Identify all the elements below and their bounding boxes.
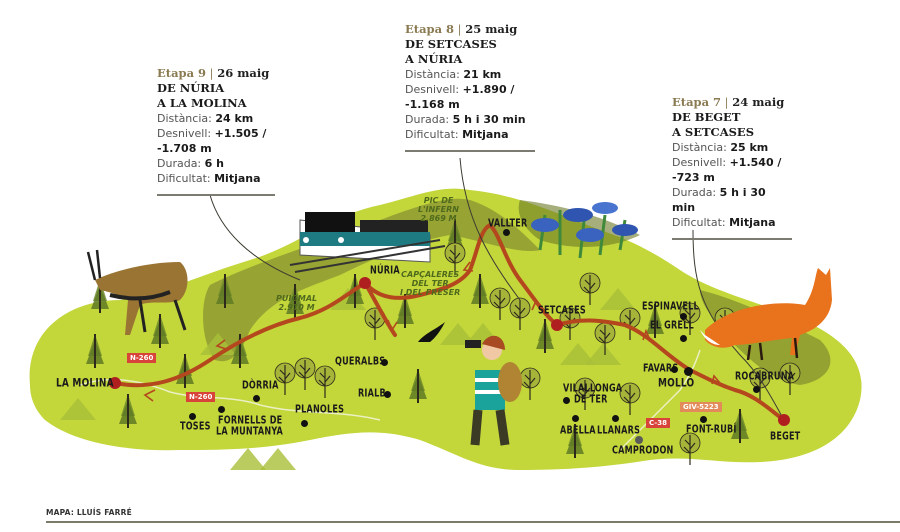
place-dot-fornells xyxy=(218,406,225,413)
place-label-la-molina: LA MOLINA xyxy=(56,377,114,390)
place-dot-vallter xyxy=(503,229,510,236)
place-dot-abella xyxy=(572,415,579,422)
place-label-setcases: SETCASES xyxy=(538,305,586,317)
stage-duration: Durada: 5 h i 30 min xyxy=(672,186,766,214)
place-label-espinavell: ESPINAVELL xyxy=(642,301,699,313)
divider xyxy=(405,150,535,152)
stage-title: DE BEGET xyxy=(672,110,741,124)
place-dot-mollo xyxy=(684,367,693,376)
chamois-illustration xyxy=(86,249,188,335)
stage-elevation: Desnivell: +1.505 / xyxy=(157,127,267,140)
stage-card-etapa-7: Etapa 7 | 24 maig DE BEGET A SETCASES Di… xyxy=(672,95,792,240)
stage-duration: Durada: 5 h i 30 min xyxy=(405,113,526,126)
place-label-vilallonga-2: DE TER xyxy=(574,394,608,406)
place-label-fornells-1: FORNELLS DE xyxy=(218,415,283,427)
stage-heading: Etapa 9 | 26 maig xyxy=(157,66,270,80)
place-label-mollo: MOLLÓ xyxy=(658,377,695,390)
place-label-dorria: DÒRRIA xyxy=(242,380,279,392)
footer-divider xyxy=(46,521,900,523)
stage-point-beget xyxy=(778,414,790,426)
place-dot-vilallonga xyxy=(563,397,570,404)
place-dot-rocabruna xyxy=(753,386,760,393)
stage-title: A LA MOLINA xyxy=(157,96,247,110)
place-label-vallter: VALLTER xyxy=(488,218,528,230)
place-dot-rialb xyxy=(384,391,391,398)
stage-point-nuria xyxy=(359,277,371,289)
gentian-flowers-illustration xyxy=(531,202,638,259)
stage-title: DE NÚRIA xyxy=(157,81,225,95)
divider xyxy=(157,194,275,196)
stage-difficulty: Dificultat: Mitjana xyxy=(672,216,776,229)
place-label-el-grell: EL GRELL xyxy=(650,320,694,332)
place-label-rocabruna: ROCABRUNA xyxy=(735,371,795,383)
place-label-abella: ABELLA xyxy=(560,425,596,437)
feature-label-pic-infern: PIC DE L'INFERN 2.869 M xyxy=(418,196,460,223)
place-label-llanars: LLANARS xyxy=(597,425,641,437)
stage-point-setcases xyxy=(551,319,563,331)
leader-line-etapa-7 xyxy=(692,229,785,421)
hiking-route xyxy=(113,223,786,422)
place-label-fornells-2: LA MUNTANYA xyxy=(216,426,283,438)
leader-line-etapa-9 xyxy=(209,194,301,281)
place-dot-toses xyxy=(189,413,196,420)
fox-illustration xyxy=(700,268,832,361)
stage-distance: Distància: 24 km xyxy=(157,112,254,125)
bird-illustration xyxy=(418,322,445,342)
place-label-rialb: RIALB xyxy=(358,388,386,400)
feature-label-puigmal: PUIGMAL 2.910 M xyxy=(276,294,318,312)
stage-distance: Distància: 25 km xyxy=(672,141,769,154)
road-n260 xyxy=(79,378,381,421)
road-label-c38: C-38 xyxy=(646,418,670,428)
place-dot-llanars xyxy=(612,415,619,422)
place-label-font-rubi: FONT-RUBÍ xyxy=(686,424,737,436)
stage-distance: Distància: 21 km xyxy=(405,68,502,81)
place-label-favars: FAVARS xyxy=(643,363,679,375)
place-dot-queralbs xyxy=(381,359,388,366)
place-dot-dorria xyxy=(253,395,260,402)
divider xyxy=(672,238,792,240)
town-point-camprodon xyxy=(635,436,643,444)
place-label-beget: BEGET xyxy=(770,431,801,443)
stage-elevation: Desnivell: +1.890 / xyxy=(405,83,515,96)
leader-line-etapa-8 xyxy=(459,157,521,301)
stage-point-la-molina xyxy=(109,377,121,389)
stage-title: DE SETCASES xyxy=(405,37,497,51)
road-label-giv5223: GIV-5223 xyxy=(680,402,722,412)
place-label-queralbs: QUERALBS xyxy=(335,356,386,368)
stage-card-etapa-8: Etapa 8 | 25 maig DE SETCASES A NÚRIA Di… xyxy=(405,22,535,152)
place-dot-el-grell xyxy=(680,335,687,342)
place-label-vilallonga-1: VILALLONGA xyxy=(563,383,623,395)
hiker-illustration xyxy=(465,335,522,446)
stage-difficulty: Dificultat: Mitjana xyxy=(157,172,261,185)
map-credit: MAPA: LLUÍS FARRÉ xyxy=(46,508,132,517)
stage-difficulty: Dificultat: Mitjana xyxy=(405,128,509,141)
stage-duration: Durada: 6 h xyxy=(157,157,224,170)
stage-elevation-down: -1.168 m xyxy=(405,98,460,111)
stage-elevation: Desnivell: +1.540 / xyxy=(672,156,782,169)
place-dot-font-rubi xyxy=(700,416,707,423)
stage-heading: Etapa 7 | 24 maig xyxy=(672,95,785,109)
stage-title: A NÚRIA xyxy=(405,52,463,66)
stage-elevation-down: -1.708 m xyxy=(157,142,212,155)
stage-card-etapa-9: Etapa 9 | 26 maig DE NÚRIA A LA MOLINA D… xyxy=(157,66,275,196)
road-c38 xyxy=(619,349,701,451)
road-label-n260-a: N-260 xyxy=(127,353,157,363)
stage-elevation-down: -723 m xyxy=(672,171,715,184)
train-illustration xyxy=(289,212,446,273)
place-label-camprodon: CAMPRODON xyxy=(612,445,674,457)
feature-label-capcaleres: CAPÇALERES DEL TER I DEL FRESER xyxy=(400,270,461,297)
place-label-nuria: NÚRIA xyxy=(370,265,400,277)
stage-heading: Etapa 8 | 25 maig xyxy=(405,22,518,36)
road-label-n260-b: N-260 xyxy=(186,392,216,402)
place-label-planoles: PLANOLES xyxy=(295,404,345,416)
place-label-toses: TOSES xyxy=(180,421,211,433)
stage-title: A SETCASES xyxy=(672,125,755,139)
place-dot-planoles xyxy=(301,420,308,427)
place-dot-espinavell xyxy=(680,313,687,320)
place-dot-favars xyxy=(671,366,678,373)
